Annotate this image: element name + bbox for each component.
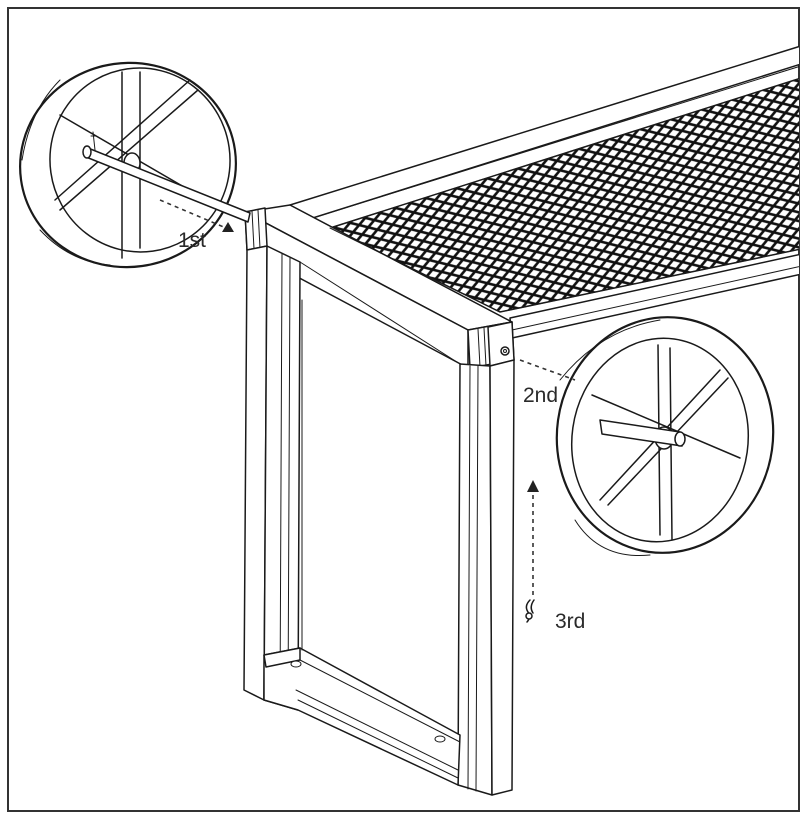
cotter-pin-icon — [525, 599, 535, 623]
step-label-2nd: 2nd — [523, 384, 558, 407]
arrow-right-icon — [222, 222, 234, 232]
axle-hole-icon — [500, 346, 510, 356]
step-label-3rd: 3rd — [555, 610, 585, 633]
right-wheel — [555, 316, 775, 557]
arrow-up-icon — [527, 480, 539, 492]
step-label-1st: 1st — [178, 229, 206, 252]
left-wheel — [19, 61, 251, 269]
bench-top — [289, 45, 799, 339]
leg-frame — [243, 245, 515, 796]
direction-arrows — [159, 199, 576, 595]
